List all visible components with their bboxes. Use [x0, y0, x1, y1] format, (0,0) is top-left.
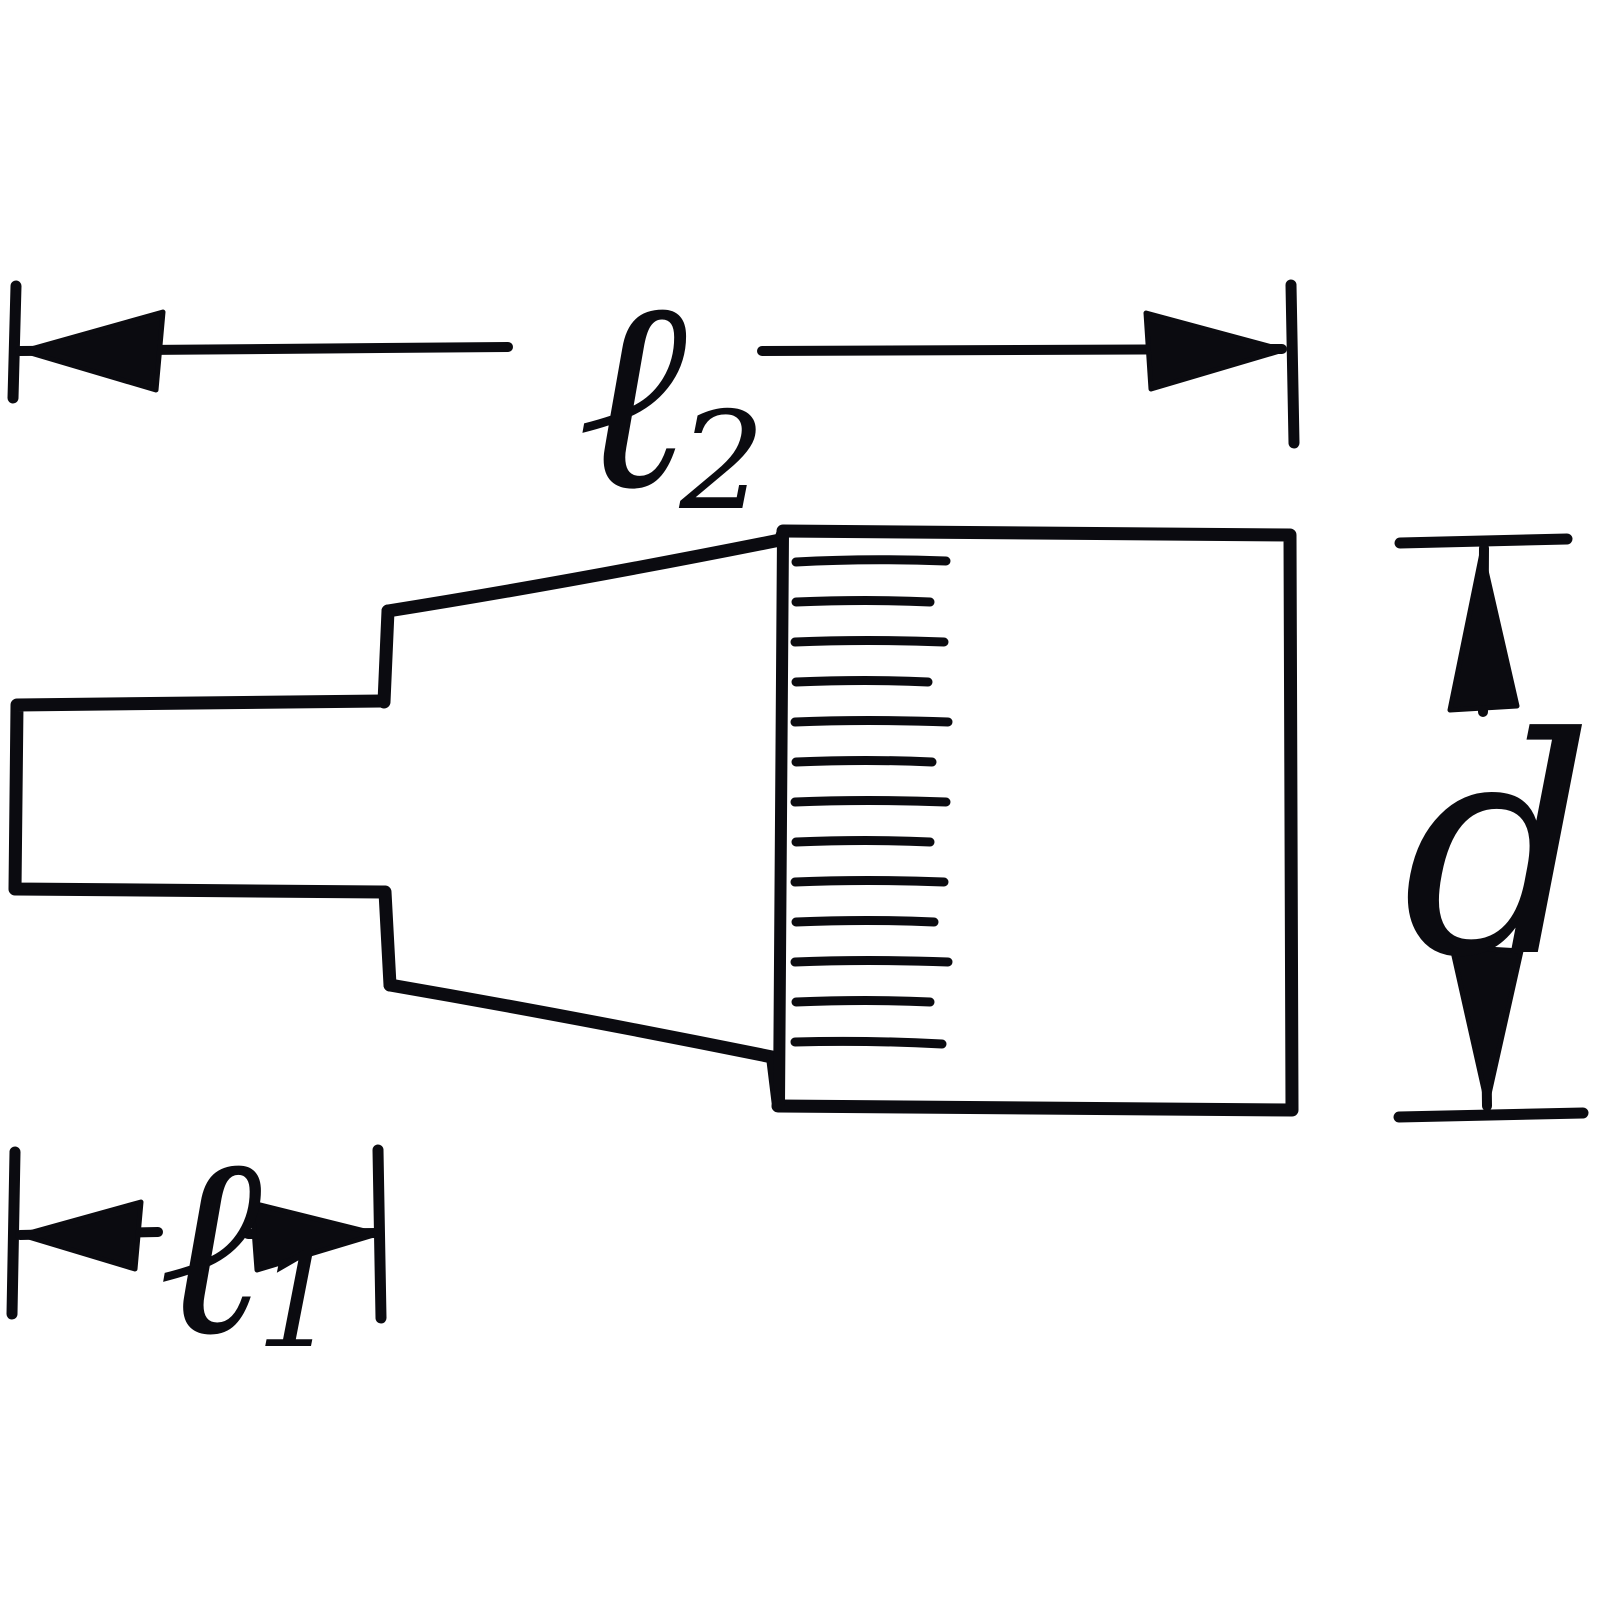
step-top [377, 604, 395, 709]
bit-shank-outline [8, 694, 391, 899]
knurl-line [790, 1036, 947, 1049]
knurl-line [791, 916, 939, 927]
socket-body-left-edge [773, 528, 789, 1110]
knurl-line [791, 555, 951, 567]
socket-body-outline [771, 524, 1299, 1117]
extension-line-right [1285, 279, 1300, 449]
arrow-left-icon [21, 309, 166, 393]
extension-line-left [7, 280, 22, 404]
knurl-line [791, 676, 933, 687]
extension-line-top [1394, 533, 1573, 549]
dimension-l2: ℓ2 [7, 241, 1300, 549]
knurl-line [791, 996, 935, 1007]
arrow-up-icon [1447, 550, 1520, 713]
knurl-lines [790, 555, 953, 1049]
dimension-d: d [1393, 533, 1594, 1123]
arrow-right-icon [1143, 310, 1286, 392]
knurl-line [791, 596, 935, 607]
extension-line-left [6, 1146, 21, 1320]
dimension-l1: ℓ1 [6, 1100, 387, 1391]
dimension-label-l2: ℓ2 [577, 241, 765, 549]
socket-bit-outline [8, 524, 1299, 1117]
knurl-line [791, 836, 935, 847]
taper-bottom-edge [383, 978, 779, 1064]
extension-line-right [372, 1144, 387, 1324]
arrow-right-icon [249, 1200, 380, 1273]
knurl-line [790, 956, 953, 967]
step-bottom [378, 885, 397, 992]
dimension-label-l1: ℓ1 [158, 1100, 339, 1391]
arrow-down-icon [1449, 944, 1524, 1106]
knurl-line [790, 796, 951, 807]
taper-top-edge [381, 533, 787, 618]
knurl-line [790, 716, 953, 727]
knurl-line [790, 636, 949, 647]
extension-line-bottom [1393, 1107, 1589, 1123]
dimension-label-d: d [1402, 674, 1594, 1023]
arrow-left-icon [19, 1199, 144, 1272]
knurl-line [790, 876, 949, 887]
knurl-line [791, 756, 937, 767]
